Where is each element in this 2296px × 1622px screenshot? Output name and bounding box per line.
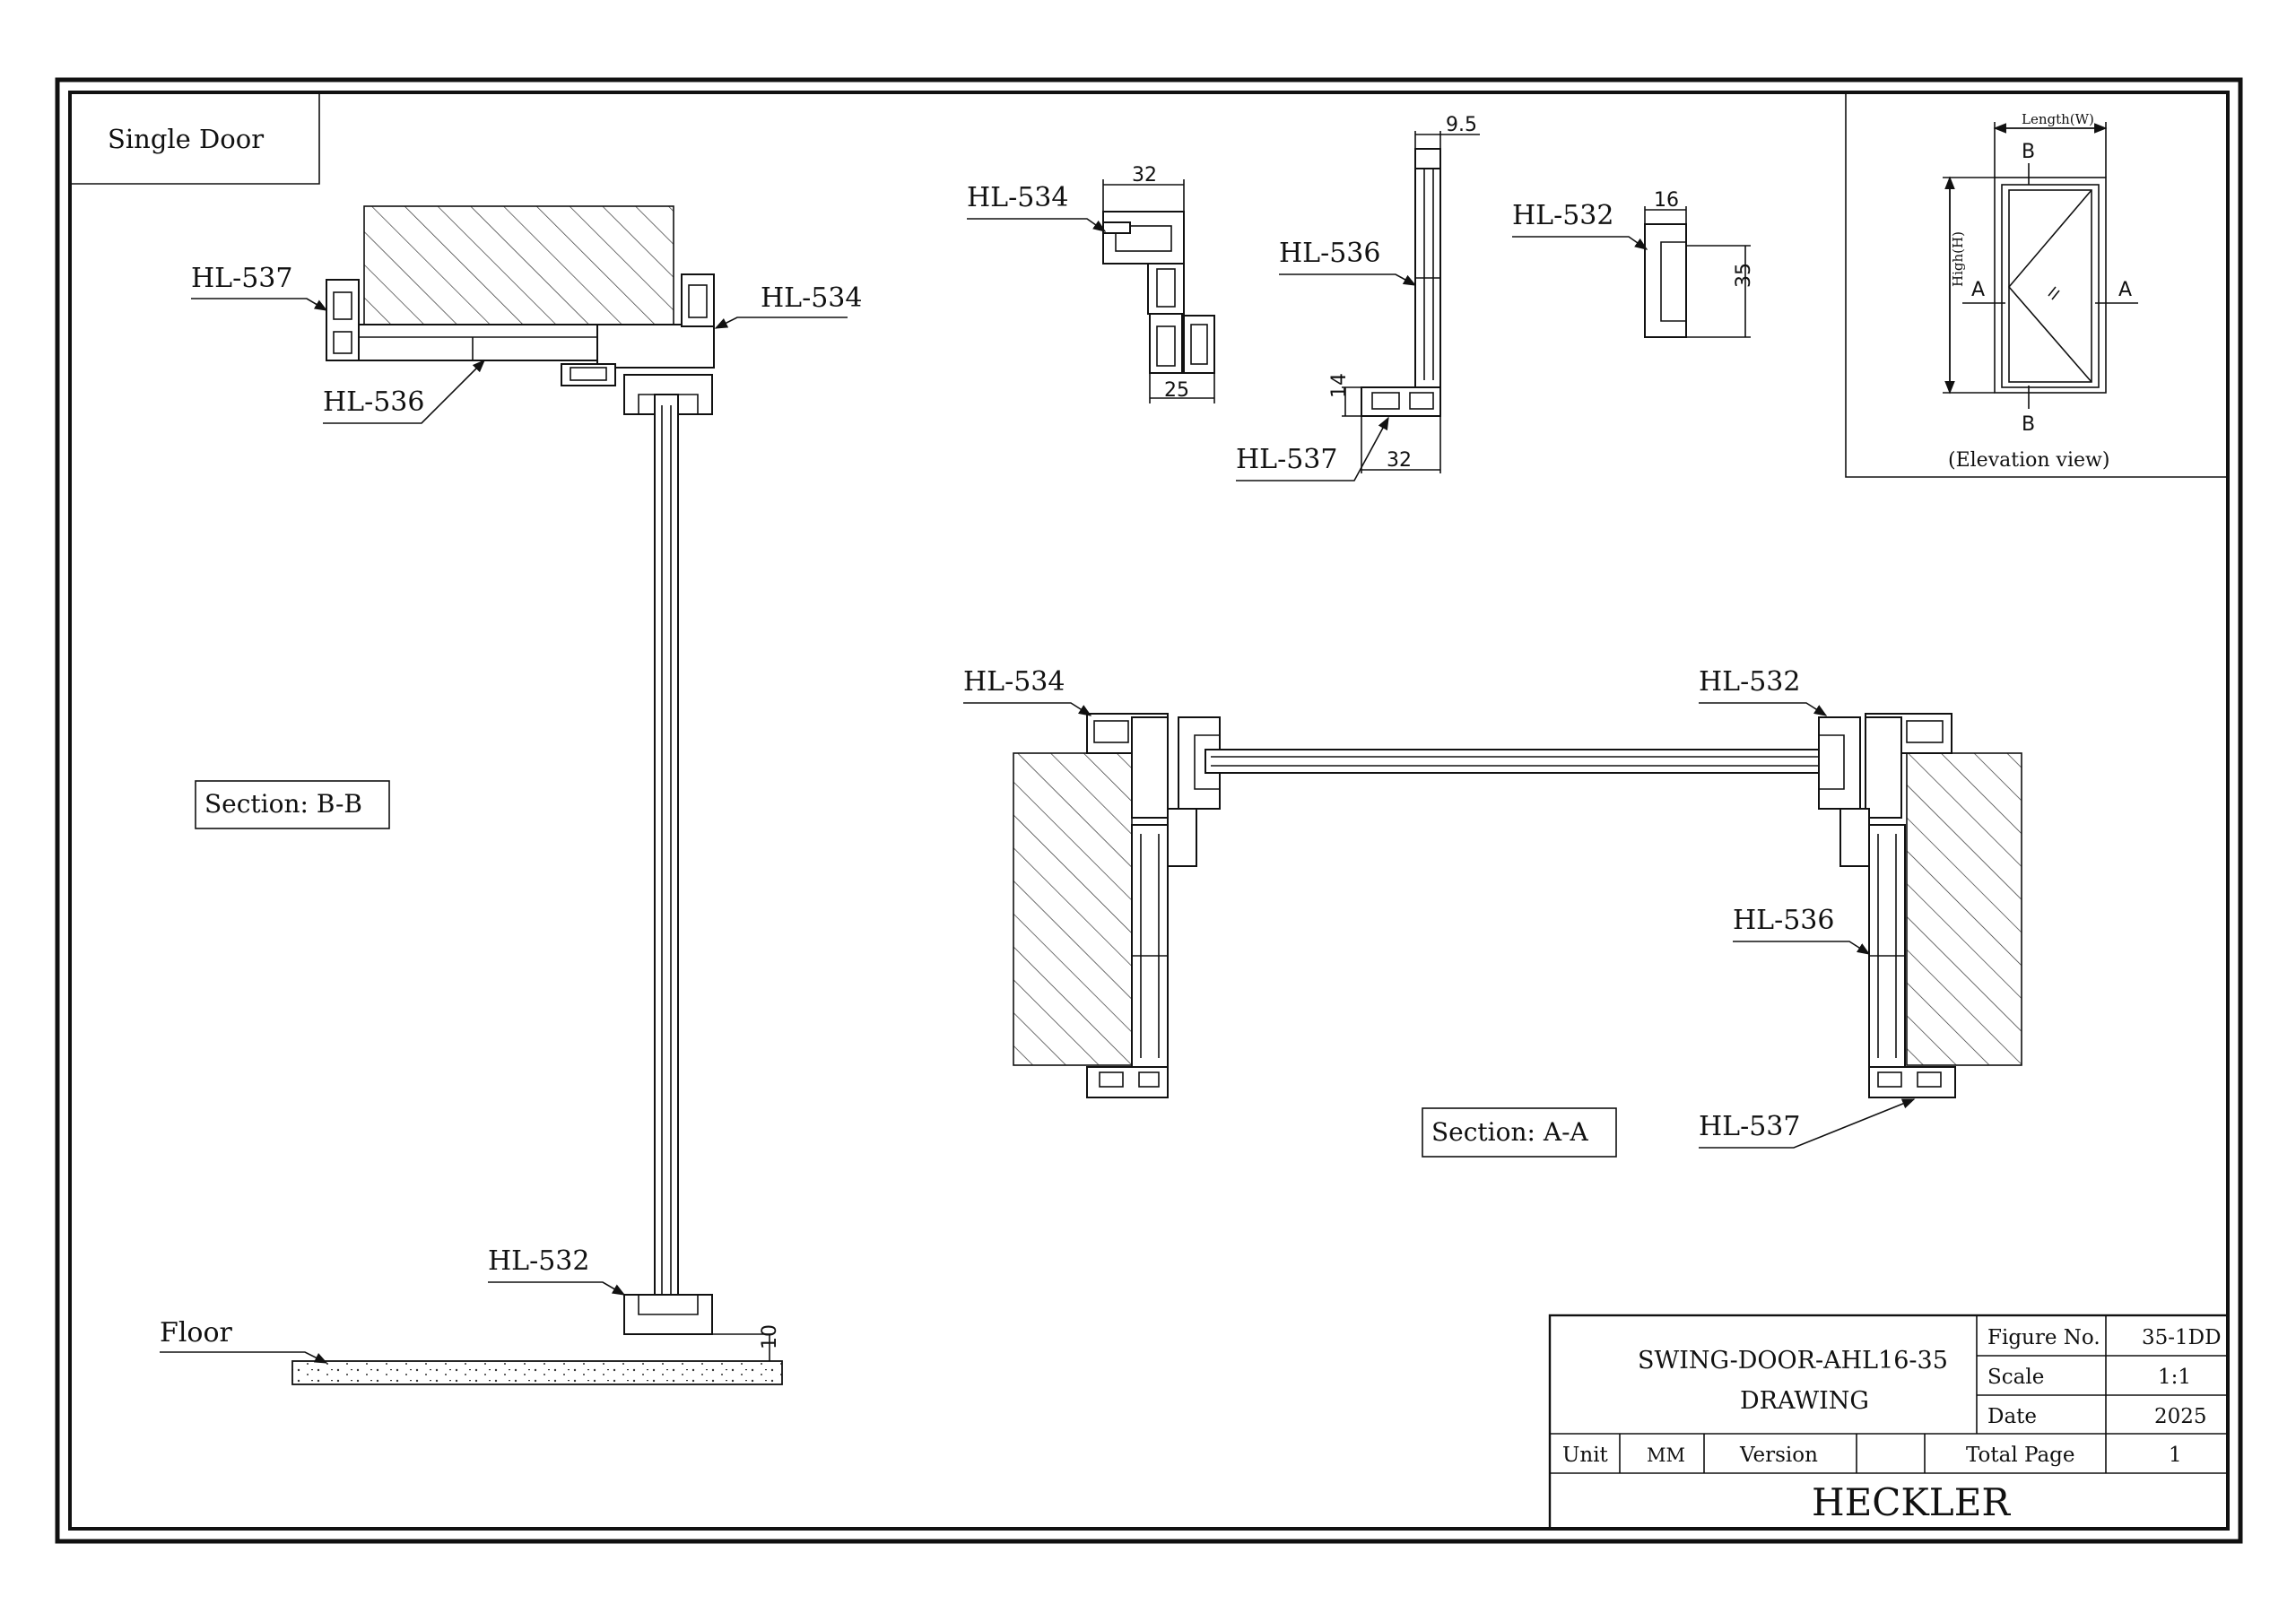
elevation-a-left: A: [1971, 279, 1985, 301]
dim-10: 10: [759, 1324, 781, 1349]
section-aa: HL-534 HL-532 HL-536 HL-537 Section: A-A: [963, 666, 2022, 1158]
drawing-name-line2: DRAWING: [1740, 1387, 1869, 1415]
elevation-a-right: A: [2118, 279, 2132, 301]
figure-label: Figure No.: [1987, 1326, 2100, 1349]
unit-label: Unit: [1562, 1444, 1609, 1467]
section-aa-label: Section: A-A: [1431, 1117, 1589, 1147]
label-hl537-bb: HL-537: [191, 263, 292, 294]
header-box: Single Door: [72, 93, 320, 185]
label-hl534-aa: HL-534: [963, 666, 1065, 698]
unit-value: MM: [1647, 1444, 1685, 1466]
outer-border: [55, 77, 2243, 1544]
inner-border: [68, 91, 2230, 1531]
section-bb: 10 HL-537 HL-534 HL-536 HL-532 Floor Sec…: [160, 205, 862, 1385]
scale-value: 1:1: [2158, 1366, 2191, 1389]
label-hl537-aa: HL-537: [1699, 1111, 1800, 1142]
glass-pane-aa: [1205, 749, 1825, 774]
dim-534-bottom: 25: [1164, 379, 1189, 402]
elevation-length: Length(W): [2022, 111, 2094, 127]
profile-hl537-bb: [326, 279, 360, 361]
total-page-label: Total Page: [1966, 1444, 2075, 1467]
wall-bb-top: [363, 205, 674, 325]
dim-536-top: 9.5: [1446, 114, 1477, 136]
elevation-high: High(H): [1950, 231, 1966, 287]
section-bb-label: Section: B-B: [204, 789, 362, 819]
profile-hl536-bb: [358, 324, 611, 361]
glass-pane-bb: [654, 394, 679, 1310]
label-floor: Floor: [160, 1317, 233, 1349]
label-hl536-bb: HL-536: [323, 386, 424, 418]
date-label: Date: [1987, 1405, 2037, 1428]
wall-aa-right: [1906, 752, 2022, 1066]
floor-slab: [291, 1360, 783, 1385]
profile-details: 32 25 HL-534 9.5 14 32 HL-536 HL-537: [967, 114, 1755, 481]
section-aa-box: [1422, 1107, 1617, 1158]
elevation-b-top: B: [2022, 141, 2035, 163]
elevation-caption: (Elevation view): [1948, 449, 2109, 472]
profile-hl534-bb: [596, 324, 715, 369]
label-hl534-detail: HL-534: [967, 182, 1068, 213]
wall-aa-left: [1013, 752, 1133, 1066]
dim-536-left: 14: [1328, 373, 1351, 398]
figure-value: 35-1DD: [2142, 1326, 2222, 1349]
elevation-door-frame: [1994, 177, 2107, 394]
label-hl537-detail: HL-537: [1236, 444, 1337, 475]
title-block: SWING-DOOR-AHL16-35 DRAWING Figure No. 3…: [1548, 1314, 2230, 1531]
dim-532-top: 16: [1654, 189, 1679, 212]
total-page-value: 1: [2169, 1444, 2182, 1467]
label-hl532-detail: HL-532: [1512, 200, 1613, 231]
label-hl534-bb: HL-534: [761, 282, 862, 314]
dim-534-width: 32: [1132, 164, 1157, 186]
elevation-b-bottom: B: [2022, 413, 2035, 436]
label-hl536-detail: HL-536: [1279, 238, 1380, 269]
elevation-view: Length(W) High(H) A A B B (Elevation vie…: [1845, 93, 2228, 478]
label-hl536-aa: HL-536: [1733, 905, 1834, 936]
date-value: 2025: [2154, 1405, 2207, 1428]
section-bb-box: [195, 780, 390, 829]
drawing-name-line1: SWING-DOOR-AHL16-35: [1638, 1347, 1948, 1375]
version-label: Version: [1739, 1444, 1818, 1467]
label-hl532-bb: HL-532: [488, 1245, 589, 1277]
header-title: Single Door: [108, 124, 264, 154]
dim-532-right: 35: [1733, 263, 1755, 288]
dim-536-bottom: 32: [1387, 449, 1412, 472]
company-name: HECKLER: [1812, 1480, 2011, 1524]
scale-label: Scale: [1987, 1366, 2044, 1389]
label-hl532-aa: HL-532: [1699, 666, 1800, 698]
